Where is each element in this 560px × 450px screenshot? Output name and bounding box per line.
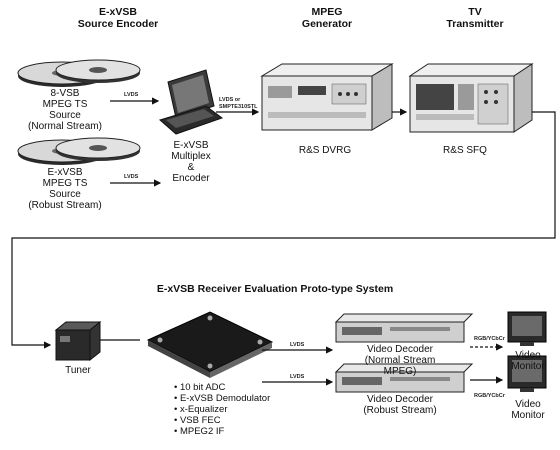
demod-feature-item: • E-xVSB Demodulator <box>174 393 271 404</box>
link-lvds-or: LVDS or SMPTE310STL <box>219 97 258 111</box>
tuner-label: Tuner <box>65 365 91 376</box>
receiver-title: E-xVSB Receiver Evaluation Proto-type Sy… <box>156 283 394 295</box>
demod-feature-text: 10 bit ADC <box>179 382 226 393</box>
monitor-bottom-line-2: Monitor <box>511 410 545 421</box>
decoder-robust-label: Video Decoder (Robust Stream) <box>340 394 460 416</box>
source-robust-line-2: MPEG TS <box>42 178 88 189</box>
link-lvds-bottom: LVDS <box>124 174 139 180</box>
source-normal-line-2: MPEG TS <box>42 99 88 110</box>
monitor-top-line-1: Video <box>515 350 541 361</box>
monitor-bottom-icon <box>507 355 547 392</box>
demod-feature-list: • 10 bit ADC • E-xVSB Demodulator • x-Eq… <box>174 382 270 437</box>
connector-sfq-to-tuner <box>11 111 556 349</box>
multiplex-line-4: Encoder <box>172 173 210 184</box>
decoder-robust-icon <box>334 363 474 393</box>
source-normal-label: 8-VSB MPEG TS Source (Normal Stream) <box>20 88 110 132</box>
source-robust-line-4: (Robust Stream) <box>28 200 102 211</box>
tuner-device-icon <box>54 320 140 362</box>
monitor-bottom-label: Video Monitor <box>500 399 556 421</box>
dvrg-label: R&S DVRG <box>298 145 352 156</box>
link-lvds-demod-bottom: LVDS <box>290 374 305 380</box>
source-robust-label: E-xVSB MPEG TS Source (Robust Stream) <box>20 167 110 211</box>
source-robust-line-3: Source <box>49 189 81 200</box>
monitor-top-icon <box>507 311 547 346</box>
link-lvds-or-line-1: LVDS or <box>219 97 241 103</box>
multiplex-line-1: E-xVSB <box>173 140 209 151</box>
decoder-robust-line-2: (Robust Stream) <box>363 405 437 416</box>
header-tv-line-1: TV <box>468 6 482 18</box>
link-rgb-bottom: RGB/YCbCr <box>474 393 505 399</box>
normal-stream-disc-icon <box>17 59 141 87</box>
header-encoder-line-1: E-xVSB <box>99 6 137 18</box>
link-lvds-top: LVDS <box>124 92 139 98</box>
dvrg-device-icon <box>260 63 394 131</box>
sfq-label: R&S SFQ <box>443 145 487 156</box>
header-tv-line-2: Transmitter <box>446 18 504 30</box>
multiplex-line-3: & <box>187 162 195 173</box>
header-mpeg-line-1: MPEG <box>311 6 343 18</box>
decoder-normal-icon <box>334 313 474 343</box>
demod-feature-item: • 10 bit ADC <box>174 382 226 393</box>
robust-stream-disc-icon <box>17 137 141 165</box>
demod-feature-text: MPEG2 IF <box>179 426 225 437</box>
demod-feature-text: E-xVSB Demodulator <box>179 393 271 404</box>
header-encoder-line-2: Source Encoder <box>77 18 159 30</box>
demod-feature-text: VSB FEC <box>179 415 221 426</box>
header-mpeg-line-2: Generator <box>301 18 353 30</box>
laptop-icon <box>158 69 224 135</box>
source-normal-line-3: Source <box>49 110 81 121</box>
sfq-device-icon <box>408 63 534 133</box>
source-normal-line-1: 8-VSB <box>50 88 80 99</box>
demod-feature-item: • MPEG2 IF <box>174 426 225 437</box>
monitor-bottom-line-1: Video <box>515 399 541 410</box>
header-mpeg: MPEG Generator <box>282 6 372 30</box>
decoder-normal-label: Video Decoder (Normal Stream MPEG) <box>340 344 460 377</box>
demod-feature-item: • VSB FEC <box>174 415 221 426</box>
decoder-normal-line-1: Video Decoder <box>367 344 433 355</box>
header-tv: TV Transmitter <box>420 6 530 30</box>
decoder-normal-line-2: (Normal Stream <box>364 355 436 366</box>
monitor-top-line-2: Monitor <box>511 361 545 372</box>
multiplex-label: E-xVSB Multiplex & Encoder <box>156 140 226 184</box>
link-lvds-or-line-2: SMPTE310STL <box>219 104 258 110</box>
demod-feature-item: • x-Equalizer <box>174 404 228 415</box>
source-robust-line-1: E-xVSB <box>47 167 83 178</box>
demodulator-board-icon <box>146 311 274 378</box>
monitor-top-label: Video Monitor <box>500 350 556 372</box>
decoder-robust-line-1: Video Decoder <box>367 394 433 405</box>
multiplex-line-2: Multiplex <box>171 151 211 162</box>
decoder-normal-line-3: MPEG) <box>383 366 417 377</box>
link-lvds-demod-top: LVDS <box>290 342 305 348</box>
demod-feature-text: x-Equalizer <box>179 404 228 415</box>
link-rgb-top: RGB/YCbCr <box>474 336 505 342</box>
source-normal-line-4: (Normal Stream) <box>28 121 102 132</box>
header-encoder: E-xVSB Source Encoder <box>58 6 178 30</box>
